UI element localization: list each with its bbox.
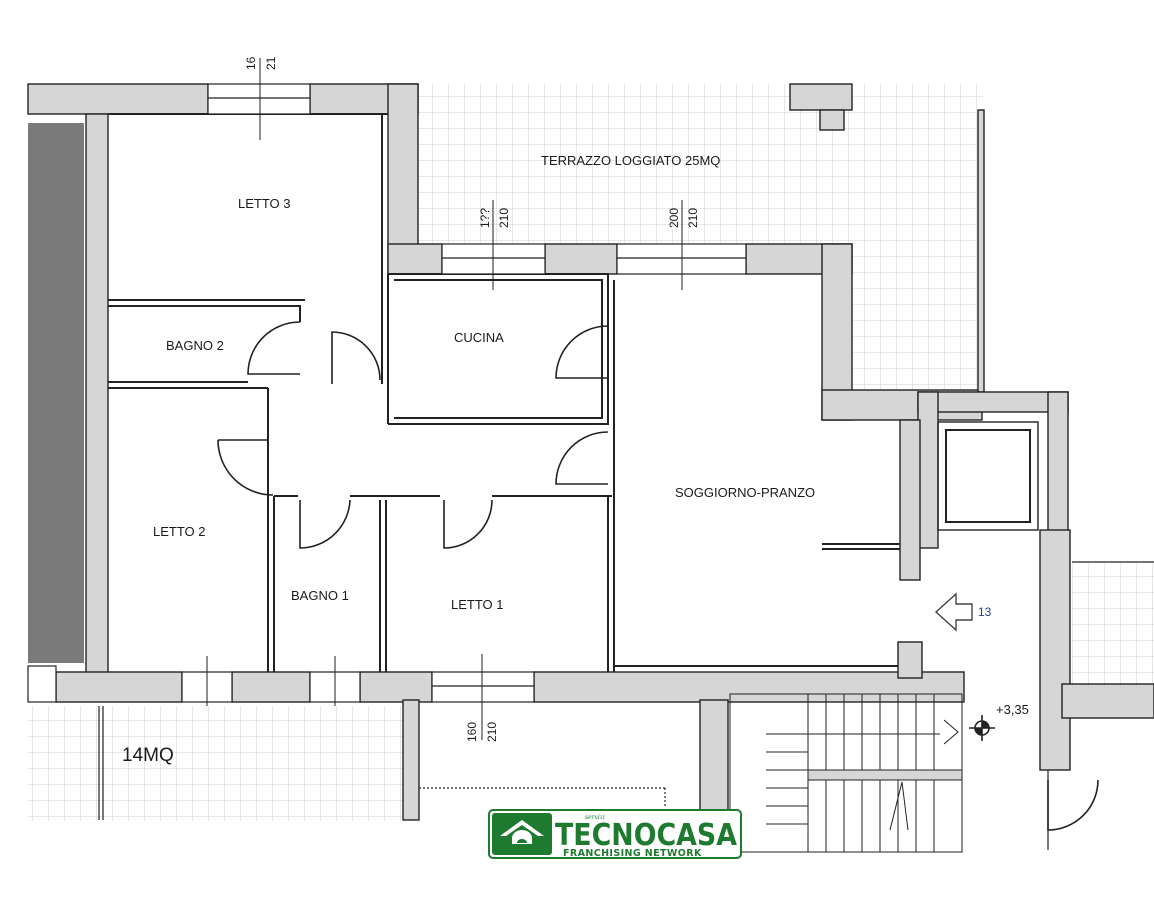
dim-top-window-b: 21 <box>264 56 278 70</box>
room-label-cucina: CUCINA <box>454 330 504 345</box>
room-label-balcone: 14MQ <box>122 745 174 766</box>
room-label-letto1: LETTO 1 <box>451 597 504 612</box>
balcony-details <box>98 561 1154 850</box>
room-label-bagno2: BAGNO 2 <box>166 338 224 353</box>
room-label-soggiorno: SOGGIORNO-PRANZO <box>675 485 815 500</box>
logo-name: TECNOCASA <box>555 818 738 853</box>
interior-walls <box>108 113 900 672</box>
terrace-floor <box>418 84 983 390</box>
facade-strip <box>28 123 84 663</box>
tecnocasa-logo: servizi TECNOCASA FRANCHISING NETWORK <box>488 809 742 859</box>
entrance-arrow-icon <box>934 592 973 632</box>
dim-cucina-window-b: 210 <box>497 208 511 228</box>
room-label-letto3: LETTO 3 <box>238 196 291 211</box>
dim-cucina-window-a: 1?? <box>478 208 492 228</box>
room-label-terrazzo: TERRAZZO LOGGIATO 25MQ <box>541 153 720 168</box>
dim-soggiorno-window-a: 200 <box>667 208 681 228</box>
room-label-bagno1: BAGNO 1 <box>291 588 349 603</box>
house-icon <box>500 820 544 844</box>
entrance-number: 13 <box>978 605 992 619</box>
balcony-floor <box>28 706 403 821</box>
walls <box>27 83 1154 851</box>
logo-servizi: servizi <box>585 814 605 821</box>
dim-top-window-a: 16 <box>244 56 258 70</box>
stairs <box>729 693 963 853</box>
dim-soggiorno-window-b: 210 <box>686 208 700 228</box>
neighbour-floor <box>1072 562 1154 684</box>
elevation-label: +3,35 <box>996 702 1029 717</box>
elevator <box>937 421 1039 531</box>
dim-letto1-window-b: 210 <box>485 722 499 742</box>
dim-letto1-window-a: 160 <box>465 722 479 742</box>
dimension-lines <box>206 58 683 740</box>
doors <box>217 321 1099 831</box>
elevation-marker-icon <box>969 715 995 741</box>
room-label-letto2: LETTO 2 <box>153 524 206 539</box>
logo-tagline: FRANCHISING NETWORK <box>563 848 702 859</box>
